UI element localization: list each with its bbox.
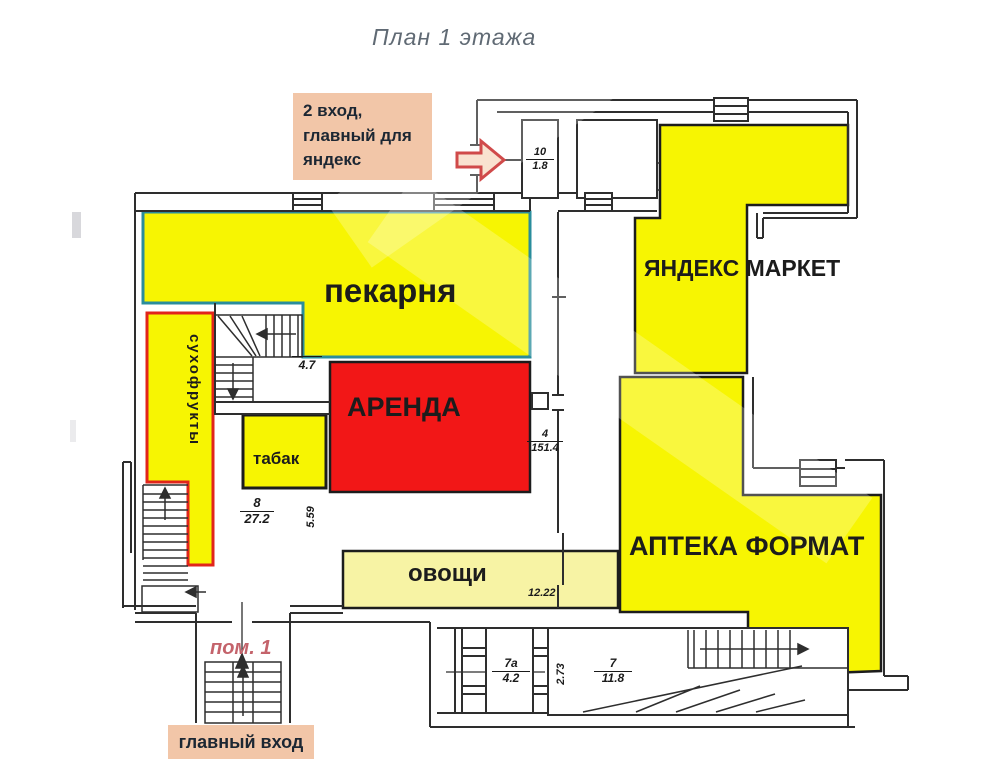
arenda-area: [328, 360, 532, 494]
wall-vestibule: [195, 613, 291, 723]
dim-room10: 10 1.8: [526, 146, 554, 172]
stair-bottom-right: [582, 630, 848, 713]
dim-room4: 4 151.4: [527, 428, 563, 454]
apteka-label: АПТЕКА ФОРМАТ: [629, 531, 865, 561]
stair-middle: [214, 314, 303, 402]
premise1-label: пом. 1: [210, 637, 272, 659]
column-box: [531, 392, 549, 410]
scan-artifact: [70, 420, 76, 442]
wall-apteka-north: [752, 377, 885, 676]
main-entrance-note: главный вход: [168, 725, 314, 759]
sukhofrukty-label: сухофрукты: [186, 333, 203, 447]
scan-artifact: [72, 212, 81, 238]
staircases: [141, 314, 848, 724]
wall-south: [123, 605, 431, 727]
yandex-market-area: [633, 123, 850, 375]
dim-4-7: 4.7: [292, 356, 322, 372]
dim-room8: 8 27.2: [240, 495, 274, 527]
dim-room7a: 7а 4.2: [492, 656, 530, 686]
wall-entry: [470, 100, 522, 193]
dim-2-73: 2.73: [555, 663, 567, 685]
room-7-box: [547, 627, 849, 716]
top-door-steps: [713, 97, 749, 122]
ovoshchi-label: овощи: [408, 560, 487, 587]
colored-areas: [141, 123, 883, 678]
wall-right-outer: [756, 100, 858, 239]
wall-corridor: [552, 212, 566, 608]
room-7a-box: [485, 627, 534, 714]
apteka-area: [618, 375, 883, 678]
bakery-label: пекарня: [324, 272, 457, 309]
entrance2-note: 2 вход, главный для яндекс: [293, 93, 432, 180]
arenda-label: АРЕНДА: [347, 392, 461, 422]
wall-left-stair: [122, 461, 132, 608]
entrance-arrow-icon: [455, 137, 507, 183]
top-right-room: [576, 119, 658, 199]
small-rooms: [292, 97, 849, 716]
dim-room7: 7 11.8: [594, 656, 632, 686]
apteka-door-steps: [799, 459, 837, 487]
stair-vestibule: [204, 602, 282, 724]
page-title: План 1 этажа: [372, 24, 537, 50]
ovoshchi-area: [341, 549, 620, 610]
tabak-label: табак: [253, 449, 300, 468]
wall-top-outer: [477, 99, 857, 113]
stair-left: [141, 484, 206, 613]
yandex-market-label: ЯНДЕКС МАРКЕТ: [644, 255, 841, 281]
bakery-windows: [292, 192, 613, 212]
walls: [122, 99, 909, 728]
dim-5-59: 5.59: [305, 506, 317, 528]
sukhofrukty-area: [145, 311, 215, 567]
dim-12-22: 12.22: [528, 587, 556, 599]
